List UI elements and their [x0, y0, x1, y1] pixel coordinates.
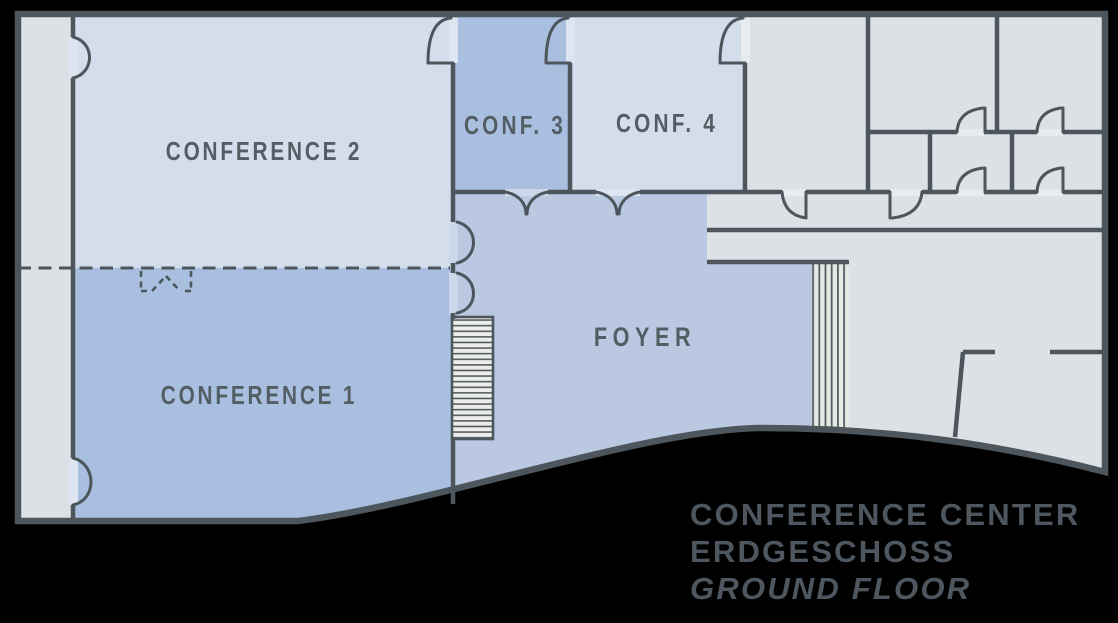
door-tints-gray	[741, 18, 1063, 196]
title-line-2: ERDGESCHOSS	[690, 534, 955, 569]
door-conf3-to-conference2	[426, 16, 455, 65]
door-room1-corridor	[780, 190, 808, 220]
door-room2-corridor	[888, 190, 924, 220]
room-conference-1	[75, 268, 453, 521]
label-conf-3: CONF. 3	[464, 111, 566, 140]
room-conf-4	[572, 17, 745, 194]
room-conf-3	[455, 17, 572, 194]
door-small-room1	[955, 166, 987, 194]
movable-partition	[18, 266, 450, 293]
label-foyer: FOYER	[594, 323, 696, 353]
door-small-room2	[1035, 166, 1065, 194]
title-line-3: GROUND FLOOR	[690, 571, 971, 606]
door-tints-blue-mid	[449, 189, 548, 314]
door-swings	[71, 16, 1065, 507]
interior-walls	[70, 14, 1105, 522]
door-conference2-west	[71, 35, 91, 80]
stairs-right-strip	[812, 264, 849, 428]
double-door-conf3-foyer	[503, 190, 550, 216]
label-conference-2: CONFERENCE 2	[166, 137, 362, 166]
door-foyer-west-upper	[455, 220, 475, 265]
outer-wall	[14, 10, 1109, 525]
label-conf-4: CONF. 4	[616, 109, 718, 138]
partition-fold-icon	[139, 271, 193, 293]
door-foyer-west-lower	[455, 271, 475, 315]
double-door-conf4-foyer	[594, 190, 642, 216]
label-conference-1: CONFERENCE 1	[161, 381, 357, 410]
door-conf4-east	[718, 16, 747, 65]
stairs-foyer	[450, 315, 495, 441]
door-conf3-to-conf4	[544, 16, 572, 65]
door-upper-room2	[1035, 106, 1065, 134]
title-line-1: CONFERENCE CENTER	[690, 497, 1080, 532]
door-conference1-west	[71, 456, 93, 507]
room-conference-2	[75, 17, 453, 268]
door-upper-room1	[955, 106, 987, 134]
title-block: CONFERENCE CENTER ERDGESCHOSS GROUND FLO…	[690, 497, 1080, 606]
door-tints-blue-light	[69, 18, 640, 505]
